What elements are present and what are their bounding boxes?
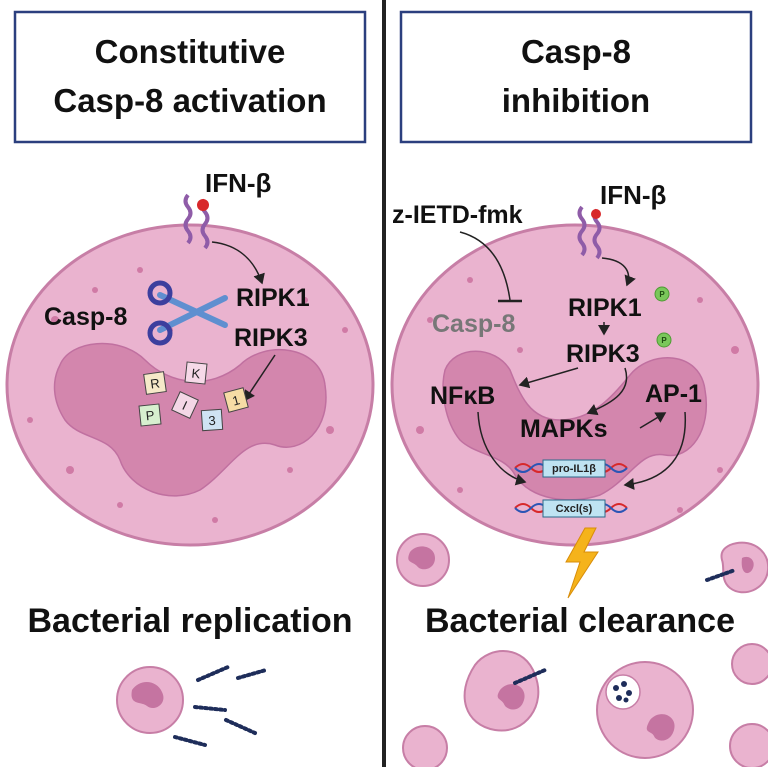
arrow-mapks-ap1: [639, 412, 667, 429]
neutrophil-bottom-right: [729, 723, 768, 767]
inhibitor-label: z-IETD-fmk: [392, 201, 523, 229]
fragment-letter: R: [149, 375, 160, 391]
left-title-line2: Casp-8 activation: [53, 82, 326, 119]
bacterium: [513, 668, 547, 685]
neutrophil-bottom-corner: [402, 725, 448, 767]
phagosome: [605, 674, 641, 710]
left-nucleus: [53, 342, 327, 497]
fragment-box: [200, 408, 224, 432]
right-ripk3-label: RIPK3: [566, 340, 640, 368]
arrow-ripk3-nfkb: [518, 367, 579, 389]
bacterium: [173, 735, 207, 747]
gene-cxcl-label: Cxcl(s): [556, 503, 593, 515]
left-casp8-label: Casp-8: [44, 303, 127, 331]
bacterium: [196, 665, 230, 682]
fragment-box: [171, 391, 199, 419]
neutrophil-right-edge: [731, 643, 768, 685]
right-ripk1-label: RIPK1: [568, 294, 642, 322]
left-ifn-label: IFN-β: [205, 168, 271, 198]
fragment-box: [223, 387, 249, 413]
scissors-icon: [147, 280, 228, 346]
fragment-box: [138, 403, 162, 427]
right-nucleus: [442, 350, 707, 501]
left-ripk1-label: RIPK1: [236, 284, 310, 312]
inhibition-line: [459, 231, 511, 301]
arrow-ap1-genes: [623, 411, 686, 490]
right-arrow-ifn-ripk1: [601, 257, 636, 287]
small-neutrophil-nucleus: [131, 681, 164, 709]
fragment-letter: P: [145, 408, 155, 424]
right-panel: Casp-8 inhibition z-IETD-fmk Casp-8 IFN-…: [390, 10, 768, 767]
left-arrow-cleavage: [244, 354, 276, 402]
right-title-line2: inhibition: [502, 82, 650, 119]
gene-box-cxcl: [542, 499, 606, 518]
neutrophil-left-nucleus: [408, 546, 435, 570]
left-ifn-receptor: [183, 193, 210, 250]
right-granules: [416, 277, 739, 513]
right-outcome-label: Bacterial clearance: [425, 602, 735, 640]
arrow-nfkb-genes: [477, 411, 527, 486]
bacterium: [193, 705, 227, 712]
arrow-ripk3-mapks: [586, 367, 628, 416]
lightning-bolt-icon: [565, 527, 599, 599]
left-outcome-label: Bacterial replication: [27, 602, 352, 640]
left-title-box: [13, 10, 367, 144]
right-title-box: [399, 10, 753, 144]
ap1-label: AP-1: [645, 380, 702, 408]
left-ripk3-label: RIPK3: [234, 324, 308, 352]
phospho-ripk1-icon: [654, 286, 670, 302]
left-panel: Constitutive Casp-8 activation IFN-β C: [5, 10, 375, 747]
phospho-ripk1-label: P: [659, 290, 665, 299]
engulfed-bacteria: [613, 681, 632, 703]
fragment-letter: 3: [208, 413, 216, 428]
nfkb-label: NFκB: [430, 382, 495, 410]
mapks-label: MAPKs: [520, 415, 608, 443]
bacterium: [224, 718, 257, 735]
right-casp8-label: Casp-8: [432, 310, 515, 338]
right-ifn-receptor: [577, 205, 602, 260]
fragment-box: [143, 371, 167, 395]
neutrophil-right-nucleus: [741, 556, 754, 574]
fragment-letter: I: [180, 398, 190, 413]
right-title-line1: Casp-8: [521, 33, 631, 70]
neutrophil-phagocytic-nucleus: [646, 714, 675, 741]
left-arrow-ifn-ripk1: [211, 241, 265, 285]
gene-pro-il1b-label: pro-IL1β: [552, 463, 596, 475]
fragment-letter: K: [191, 366, 202, 382]
phospho-ripk3-label: P: [661, 336, 667, 345]
neutrophil-phagocytic: [596, 661, 694, 759]
ripk-fragments: R K P I 3 1: [138, 361, 249, 432]
bacterium: [236, 668, 268, 680]
left-title-line1: Constitutive: [95, 33, 286, 70]
fragment-letter: 1: [231, 392, 242, 408]
bacteria-group-left: [173, 665, 268, 747]
bacterium: [705, 568, 737, 582]
right-ifn-label: IFN-β: [600, 180, 666, 210]
gene-box-pro-il1b: [542, 459, 606, 478]
phospho-ripk3-icon: [656, 332, 672, 348]
neutrophil-bottom-left-nucleus: [497, 684, 525, 710]
fragment-box: [184, 361, 208, 385]
